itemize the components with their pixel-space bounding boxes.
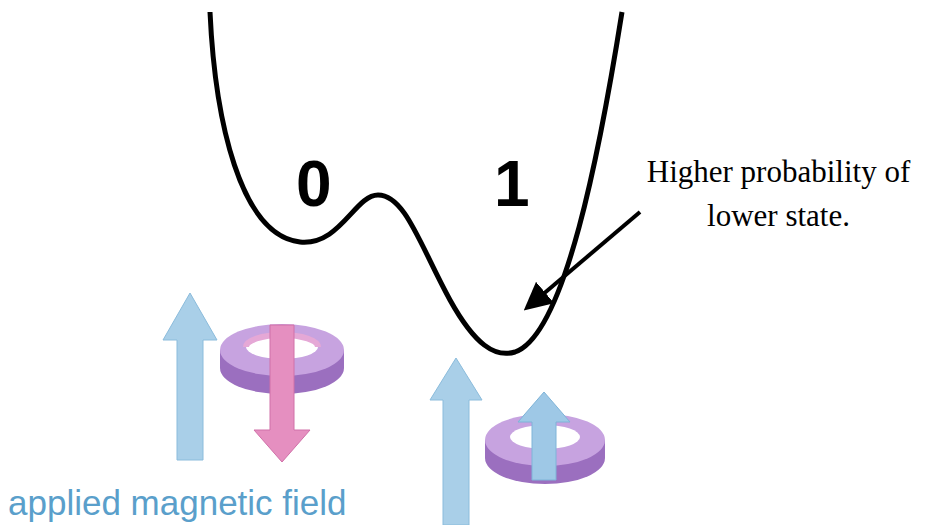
field-arrow	[163, 293, 217, 460]
leader-arrow	[528, 212, 640, 307]
well-label: 1	[494, 152, 530, 216]
well-label: 0	[296, 152, 332, 216]
field-arrow	[430, 358, 482, 525]
spin-arrow	[254, 325, 310, 462]
potential-curve	[210, 12, 622, 353]
spin-arrow	[518, 392, 570, 480]
field-label: applied magnetic field	[8, 484, 347, 523]
callout-note: Higher probability of lower state.	[636, 150, 921, 238]
